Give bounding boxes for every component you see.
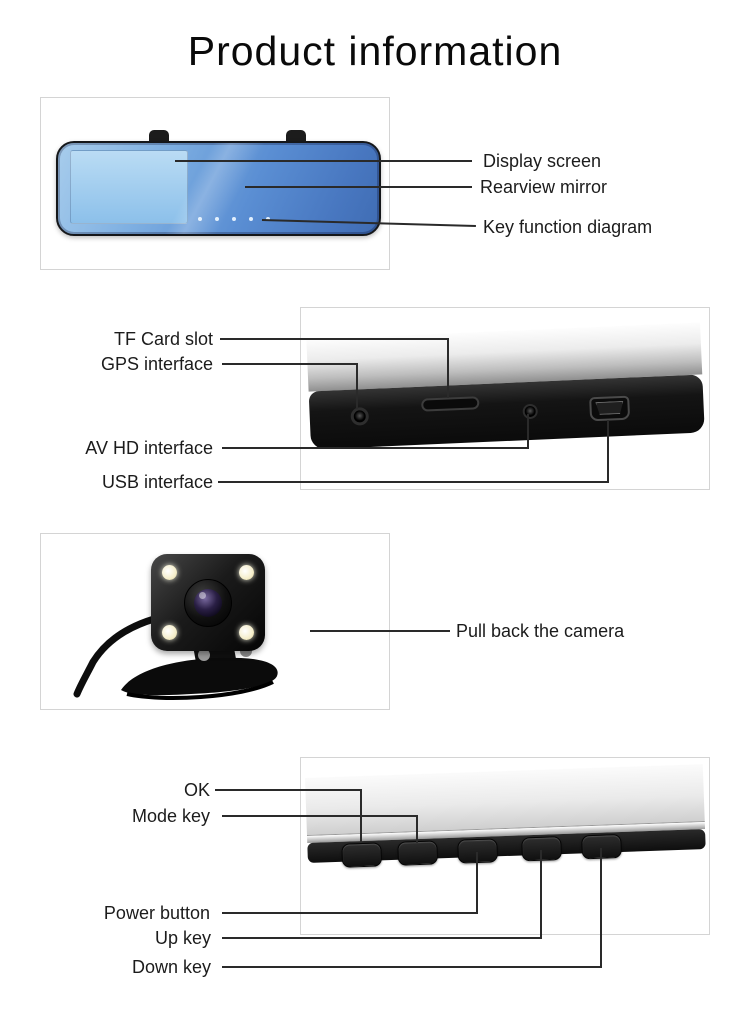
mount-foot [121,657,278,696]
backup-camera-body [151,554,265,651]
camera-cable [73,615,158,698]
label-ok: OK [183,780,210,800]
ports-panel [300,307,710,490]
camera-lens-inner [194,589,222,617]
leader-line [607,420,609,483]
usb-port-inner [595,401,624,415]
leader-line [222,912,478,914]
label-down-key: Down key [131,957,211,977]
leader-line [222,966,602,968]
leader-line [310,630,450,632]
leader-line [215,789,362,791]
mount-screw-icon [198,649,210,661]
buttons-panel [300,757,710,935]
label-usb-interface: USB interface [101,472,213,492]
label-key-function-diagram: Key function diagram [483,217,653,237]
leader-line [245,186,472,188]
mount-foot-edge [126,680,274,700]
label-gps-interface: GPS interface [100,354,213,374]
camera-led-icon [239,625,254,640]
key-indicator-dots [198,217,270,221]
leader-line [222,937,542,939]
leader-line [527,414,529,449]
label-rearview-mirror: Rearview mirror [480,177,608,197]
camera-led-icon [162,625,177,640]
display-screen-area [70,150,188,224]
camera-led-icon [239,565,254,580]
device-button-mode [397,840,439,866]
camera-panel [40,533,390,710]
leader-line [222,363,358,365]
mount-clip-icon [149,130,169,142]
label-tf-card-slot: TF Card slot [113,329,213,349]
lens-highlight [199,592,206,599]
leader-line [356,363,358,409]
leader-line [600,848,602,968]
mount-clip-icon [286,130,306,142]
label-power-button: Power button [103,903,210,923]
label-pull-back-camera: Pull back the camera [456,621,625,641]
leader-line [476,852,478,914]
leader-line [222,447,529,449]
camera-led-icon [162,565,177,580]
page-title: Product information [187,28,563,74]
leader-line [175,160,472,162]
leader-line [447,338,449,398]
leader-line [540,850,542,939]
camera-lens [184,579,232,627]
tf-card-slot-port [421,396,480,412]
leader-line [222,815,418,817]
leader-line [218,481,609,483]
label-up-key: Up key [154,928,211,948]
usb-port [589,395,631,422]
label-mode-key: Mode key [131,806,210,826]
device-button-ok [341,842,383,868]
device-bottom-edge-buttons [304,764,707,900]
label-av-hd-interface: AV HD interface [85,438,213,458]
label-display-screen: Display screen [483,151,602,171]
leader-line [416,815,418,843]
leader-line [220,338,449,340]
mirror-front-panel [40,97,390,270]
